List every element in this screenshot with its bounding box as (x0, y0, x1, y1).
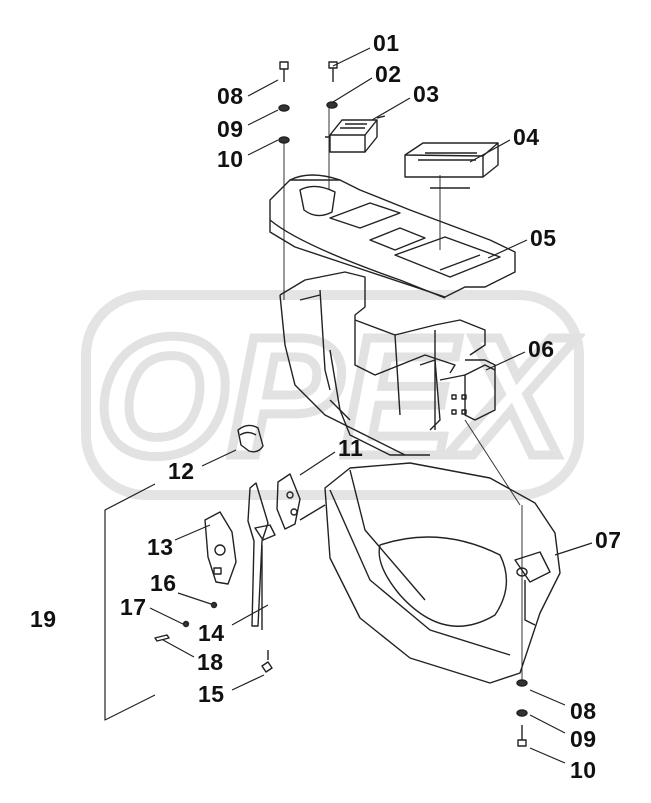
part-12-lever-knob (237, 424, 264, 453)
parts-16-17-18-small-hardware (154, 601, 218, 642)
callout-18: 18 (197, 649, 224, 675)
callout-04: 04 (513, 124, 540, 150)
callout-19: 19 (30, 606, 57, 632)
part-15-pin (261, 650, 273, 673)
callout-14: 14 (198, 620, 225, 646)
part-03-cup-holder-insert (325, 115, 386, 153)
callout-06: 06 (528, 336, 555, 362)
callout-08-bottom: 08 (570, 698, 597, 724)
callout-09-top: 09 (217, 116, 244, 142)
watermark-text: OPEX (96, 302, 577, 492)
part-07-side-panel (324, 462, 561, 684)
callout-09-bottom: 09 (570, 726, 597, 752)
part-11-lever-bracket (276, 473, 326, 530)
callout-17: 17 (120, 594, 147, 620)
callout-01: 01 (373, 30, 400, 56)
bottom-fasteners (516, 679, 528, 747)
callout-07: 07 (595, 527, 622, 553)
callout-15: 15 (198, 681, 225, 707)
callout-10-top: 10 (217, 146, 244, 172)
assembly-axis-lines (283, 105, 523, 680)
part-13-lever-cover (204, 511, 237, 585)
leader-lines (104, 47, 593, 764)
callout-05: 05 (530, 225, 557, 251)
callout-02: 02 (375, 61, 402, 87)
part-14-lever-rod (247, 482, 276, 630)
callout-11: 11 (338, 435, 364, 461)
callout-13: 13 (147, 534, 174, 560)
callout-16: 16 (150, 570, 177, 596)
callout-08-top: 08 (217, 83, 244, 109)
callout-12: 12 (168, 458, 195, 484)
callout-03: 03 (413, 81, 440, 107)
part-06-console-body (279, 271, 496, 456)
callout-10-bottom: 10 (570, 757, 597, 783)
part-05-console-cover (269, 174, 516, 299)
part-04-storage-tray (404, 142, 499, 189)
top-fasteners (278, 61, 338, 144)
